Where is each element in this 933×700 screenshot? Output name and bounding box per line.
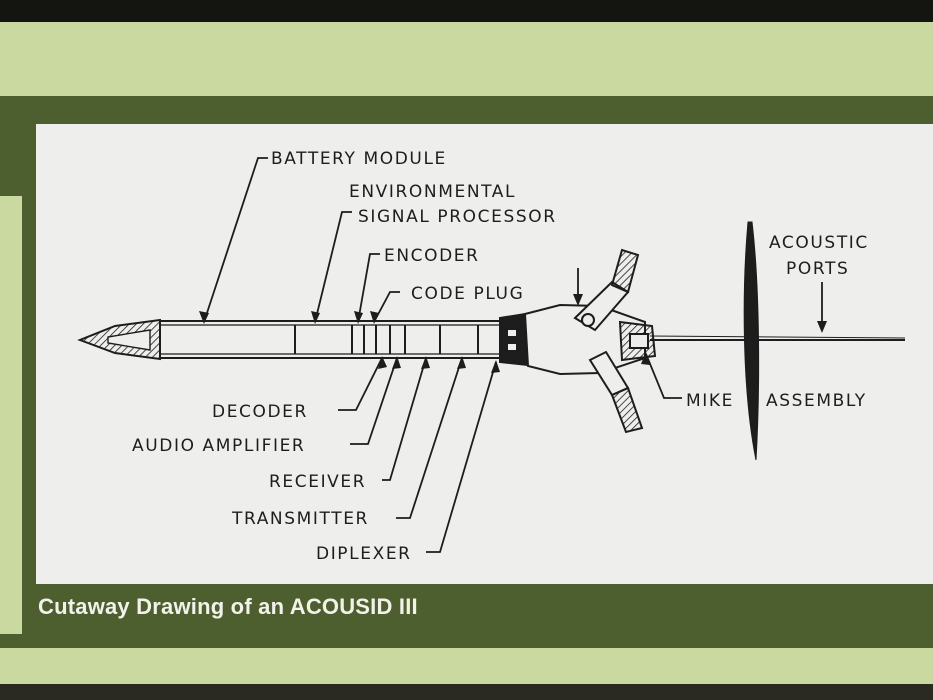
label-diplexer: DIPLEXER: [316, 544, 412, 564]
main-tube: [159, 320, 506, 359]
label-battery-module: BATTERY MODULE: [271, 149, 447, 169]
label-environmental: ENVIRONMENTAL: [349, 182, 516, 202]
label-audio-amplifier: AUDIO AMPLIFIER: [132, 436, 305, 456]
label-acoustic: ACOUSTIC: [769, 233, 869, 253]
label-ports: PORTS: [786, 259, 849, 279]
label-code-plug: CODE PLUG: [411, 284, 524, 304]
arrowheads: [199, 294, 827, 373]
left-light-tab: [0, 196, 22, 634]
label-encoder: ENCODER: [384, 246, 480, 266]
label-transmitter: TRANSMITTER: [231, 509, 369, 529]
label-assembly: ASSEMBLY: [766, 391, 867, 411]
label-decoder: DECODER: [212, 402, 308, 422]
label-signal-processor: SIGNAL PROCESSOR: [358, 207, 557, 227]
label-receiver: RECEIVER: [269, 472, 366, 492]
figure-caption: Cutaway Drawing of an ACOUSID III: [38, 594, 418, 619]
bottom-dark-strip: [0, 684, 933, 700]
sensor-body: [77, 221, 906, 461]
label-mike: MIKE: [686, 391, 734, 411]
antenna-disc: [743, 221, 760, 461]
diplexer-block: [499, 312, 530, 367]
leader-lines: [203, 157, 823, 553]
